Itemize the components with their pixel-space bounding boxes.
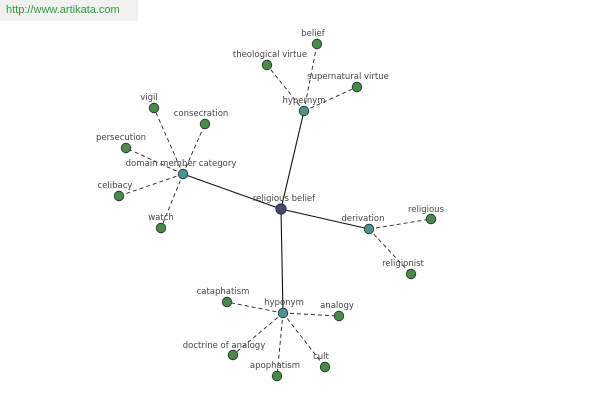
node-persecution[interactable] <box>120 142 132 154</box>
node-theological-virtue[interactable] <box>261 59 273 71</box>
edge-religious-belief-to-domain-member-category <box>182 173 282 210</box>
node-domain-member-category[interactable] <box>177 168 189 180</box>
node-religionist[interactable] <box>405 268 417 280</box>
node-analogy[interactable] <box>333 310 345 322</box>
edge-derivation-to-religionist <box>368 228 412 275</box>
edge-religious-belief-to-hypernym <box>280 110 305 210</box>
label-celibacy[interactable]: celibacy <box>98 181 133 191</box>
node-belief[interactable] <box>311 38 323 50</box>
edge-hypernym-to-belief <box>303 43 318 112</box>
node-hyponym[interactable] <box>277 307 289 319</box>
node-supernatural-virtue[interactable] <box>351 81 363 93</box>
label-watch[interactable]: watch <box>148 213 174 223</box>
label-vigil[interactable]: vigil <box>140 93 158 103</box>
node-religious[interactable] <box>425 213 437 225</box>
edge-hyponym-to-apophatism <box>276 312 284 377</box>
label-religious-belief[interactable]: religious belief <box>253 194 316 204</box>
node-cult[interactable] <box>319 361 331 373</box>
node-consecration[interactable] <box>199 118 211 130</box>
label-consecration[interactable]: consecration <box>174 109 229 119</box>
edge-hypernym-to-theological-virtue <box>266 64 305 112</box>
label-analogy[interactable]: analogy <box>320 301 354 311</box>
edge-domain-member-category-to-celibacy <box>118 173 184 197</box>
node-apophatism[interactable] <box>271 370 283 382</box>
node-cataphatism[interactable] <box>221 296 233 308</box>
labels-layer: religious belief hypernym domain member ca… <box>96 29 445 371</box>
label-domain-member-category[interactable]: domain member category <box>126 159 237 169</box>
edge-domain-member-category-to-consecration <box>182 123 206 175</box>
label-derivation[interactable]: derivation <box>341 214 384 224</box>
nodes-layer <box>113 38 437 382</box>
label-religious[interactable]: religious <box>408 205 445 215</box>
label-belief[interactable]: belief <box>301 29 326 39</box>
label-hypernym[interactable]: hypernym <box>282 96 325 106</box>
label-religionist[interactable]: religionist <box>382 259 424 269</box>
edge-domain-member-category-to-persecution <box>125 147 184 175</box>
label-hyponym[interactable]: hyponym <box>264 298 304 308</box>
node-watch[interactable] <box>155 222 167 234</box>
edge-hyponym-to-cataphatism <box>226 301 284 314</box>
edge-domain-member-category-to-vigil <box>153 107 184 175</box>
edge-hyponym-to-doctrine-of-analogy <box>232 312 284 356</box>
edge-hypernym-to-supernatural-virtue <box>303 86 358 112</box>
node-celibacy[interactable] <box>113 190 125 202</box>
edge-religious-belief-to-hyponym <box>280 208 284 314</box>
edges-layer <box>118 43 432 377</box>
label-supernatural-virtue[interactable]: supernatural virtue <box>307 72 389 82</box>
label-persecution[interactable]: persecution <box>96 133 146 143</box>
node-vigil[interactable] <box>148 102 160 114</box>
node-religious-belief[interactable] <box>275 203 287 215</box>
edge-hyponym-to-cult <box>282 312 326 368</box>
edge-domain-member-category-to-watch <box>160 173 184 229</box>
label-theological-virtue[interactable]: theological virtue <box>233 50 307 60</box>
node-hypernym[interactable] <box>298 105 310 117</box>
label-cataphatism[interactable]: cataphatism <box>197 287 250 297</box>
label-doctrine-of-analogy[interactable]: doctrine of analogy <box>183 341 265 351</box>
node-derivation[interactable] <box>363 223 375 235</box>
node-doctrine-of-analogy[interactable] <box>227 349 239 361</box>
label-cult[interactable]: cult <box>313 352 329 362</box>
edge-derivation-to-religious <box>368 218 432 230</box>
watermark-url: http://www.artikata.com <box>0 0 138 21</box>
edge-religious-belief-to-derivation <box>280 208 370 230</box>
edge-hyponym-to-analogy <box>282 312 340 317</box>
label-apophatism[interactable]: apophatism <box>250 361 300 371</box>
